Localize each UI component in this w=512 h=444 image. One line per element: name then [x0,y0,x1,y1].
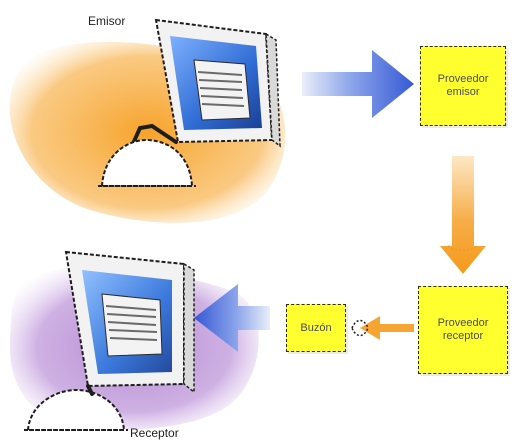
receiver-label: Receptor [130,426,179,440]
receiver-provider-line1: Proveedor [437,317,489,329]
sender-provider-box: Proveedor emisor [420,46,506,126]
mailbox-label: Buzón [300,321,332,334]
sender-provider-line1: Proveedor [437,73,489,85]
receiver-provider-box: Proveedor receptor [418,286,508,374]
sender-label: Emisor [88,14,126,28]
mailbox-box: Buzón [286,304,346,352]
receiver-provider-line2: receptor [442,330,484,342]
sender-provider-line2: emisor [446,86,480,98]
